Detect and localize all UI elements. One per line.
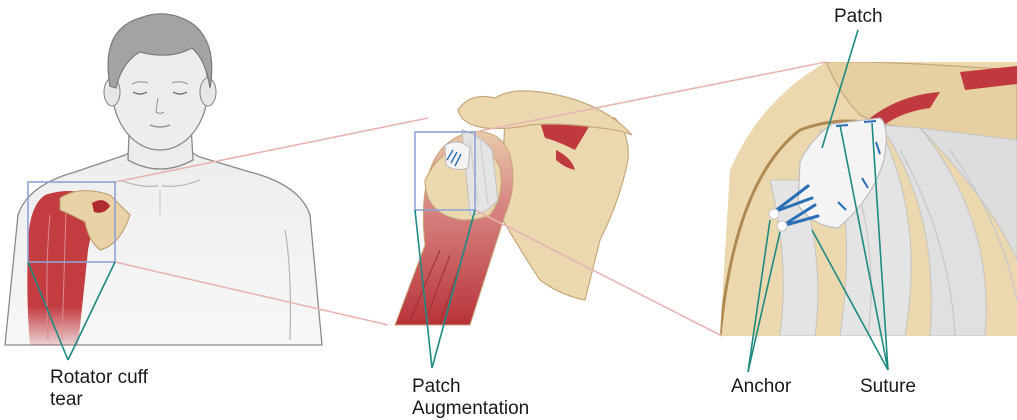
- label-rotator-cuff-line1: Rotator cuff: [50, 367, 148, 389]
- label-patch-augmentation-line1: Patch: [412, 376, 529, 398]
- label-patch: Patch: [834, 6, 883, 28]
- label-patch-augmentation: Patch Augmentation: [412, 376, 529, 420]
- closeup-illustration: [700, 60, 1017, 340]
- anchor-2: [777, 221, 787, 231]
- label-rotator-cuff-tear: Rotator cuff tear: [50, 367, 148, 411]
- label-suture: Suture: [860, 376, 916, 398]
- person-figure: [5, 14, 322, 345]
- label-patch-augmentation-line2: Augmentation: [412, 398, 529, 420]
- anchor-1: [769, 209, 779, 219]
- shoulder-joint-illustration: [395, 91, 632, 325]
- label-anchor: Anchor: [731, 376, 791, 398]
- label-rotator-cuff-line2: tear: [50, 389, 148, 411]
